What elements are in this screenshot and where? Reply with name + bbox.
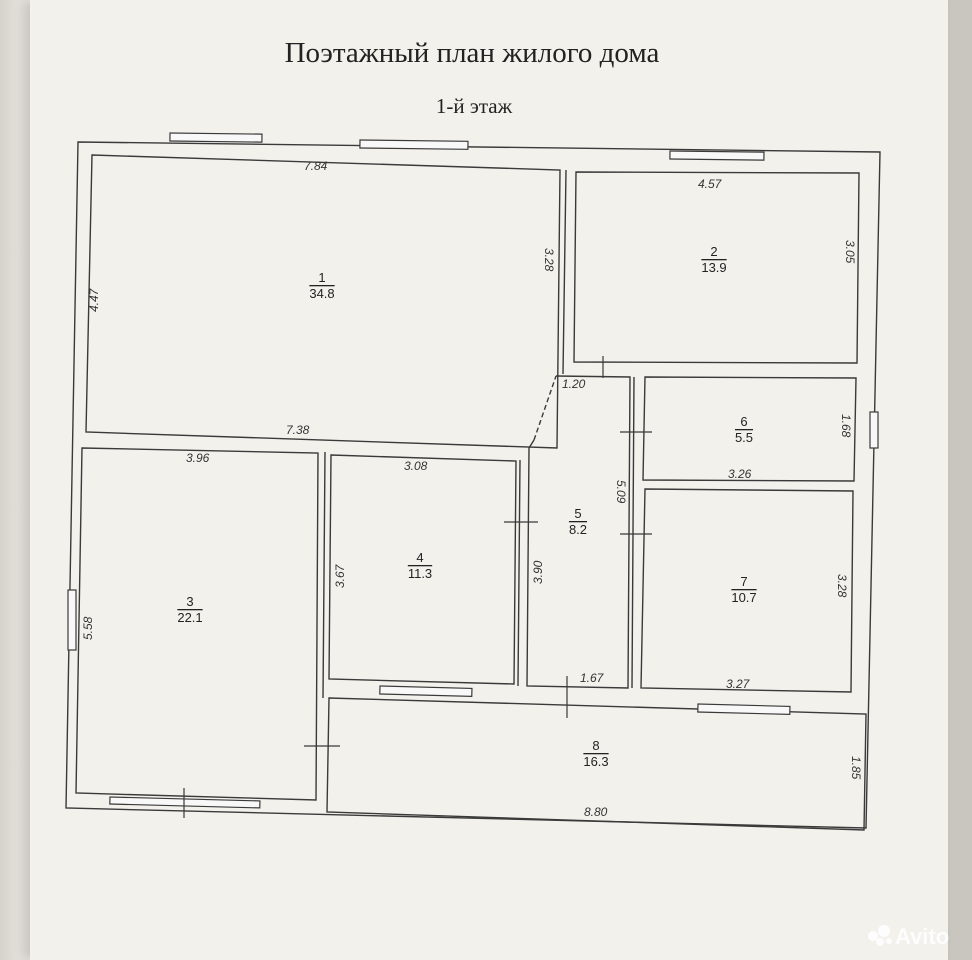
dim-r1-right: 3.28 bbox=[542, 248, 556, 272]
room-1-area: 34.8 bbox=[309, 286, 334, 301]
room-6-walls bbox=[642, 376, 857, 482]
dim-r3-left: 5.58 bbox=[81, 616, 95, 640]
avito-watermark-text: Avito bbox=[895, 924, 949, 949]
room-4-area: 11.3 bbox=[408, 566, 432, 581]
dim-hall-bottom: 1.67 bbox=[580, 671, 605, 685]
room-3-area: 22.1 bbox=[177, 610, 202, 625]
dim-r8-bottom: 8.80 bbox=[584, 805, 608, 819]
dim-r6-bottom: 3.26 bbox=[728, 467, 752, 481]
room-8-walls bbox=[326, 697, 867, 831]
dim-r4-left: 3.67 bbox=[333, 563, 347, 588]
page-edge bbox=[0, 0, 30, 960]
room-1-walls bbox=[85, 154, 561, 449]
room-2-walls bbox=[573, 171, 860, 364]
room-2-area: 13.9 bbox=[701, 260, 726, 275]
room-labels: 1 34.8 2 13.9 3 22.1 4 11.3 5 8.2 6 5.5 … bbox=[177, 244, 756, 769]
dim-r7-bottom: 3.27 bbox=[726, 677, 751, 691]
room-4-walls bbox=[328, 454, 517, 685]
dimension-labels: 7.84 4.47 3.28 7.38 4.57 3.05 1.20 5.09 … bbox=[81, 159, 863, 819]
room-8-number: 8 bbox=[592, 738, 599, 753]
floor-subtitle: 1-й этаж bbox=[436, 94, 513, 118]
room-5-area: 8.2 bbox=[569, 522, 587, 537]
room-1-number: 1 bbox=[318, 270, 325, 285]
room-2-number: 2 bbox=[710, 244, 717, 259]
dim-r4-top: 3.08 bbox=[404, 459, 428, 473]
dim-hall-right: 5.09 bbox=[614, 480, 628, 504]
dim-r2-top: 4.57 bbox=[698, 177, 723, 191]
avito-watermark: Avito bbox=[868, 924, 949, 949]
dim-r4-right: 3.90 bbox=[531, 560, 545, 584]
dim-r7-right: 3.28 bbox=[835, 574, 849, 598]
room-7-number: 7 bbox=[740, 574, 747, 589]
room-5-number: 5 bbox=[574, 506, 581, 521]
room-7-walls bbox=[640, 488, 854, 693]
room-7-area: 10.7 bbox=[731, 590, 756, 605]
room-3-number: 3 bbox=[186, 594, 193, 609]
dim-hall-top: 1.20 bbox=[562, 377, 586, 391]
room-3-walls bbox=[75, 447, 319, 801]
doors bbox=[183, 356, 652, 818]
room-4-number: 4 bbox=[416, 550, 423, 565]
room-8-area: 16.3 bbox=[583, 754, 608, 769]
dim-r1-left: 4.47 bbox=[87, 287, 101, 312]
dim-r8-right: 1.85 bbox=[849, 756, 863, 780]
dim-r1-top: 7.84 bbox=[304, 159, 328, 173]
dim-r6-right: 1.68 bbox=[839, 414, 853, 438]
outer-walls bbox=[65, 141, 881, 829]
page-title: Поэтажный план жилого дома bbox=[285, 37, 660, 69]
room-6-number: 6 bbox=[740, 414, 747, 429]
dim-r3-top: 3.96 bbox=[186, 451, 210, 465]
dim-r2-right: 3.05 bbox=[843, 240, 857, 264]
room-walls bbox=[75, 154, 867, 831]
room-6-area: 5.5 bbox=[735, 430, 753, 445]
dim-r1-bottom: 7.38 bbox=[286, 423, 310, 437]
windows bbox=[67, 132, 879, 809]
room-5-walls bbox=[526, 375, 631, 689]
